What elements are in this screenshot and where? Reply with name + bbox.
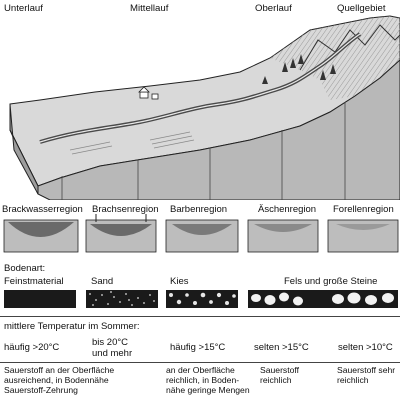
cross-section-brachsen [85,214,157,253]
field-pattern [69,131,195,155]
course-label-mittellauf: Mittellauf [130,3,169,14]
oxygen-brackwasser-line1: Sauerstoff an der Oberfläche [4,365,115,375]
divider-2 [0,362,400,363]
landscape-front-face [9,59,400,200]
oxygen-forellen-line2: reichlich [337,375,369,385]
region-label-barben: Barbenregion [170,204,228,215]
oxygen-aeschen-line1: Sauerstoff [260,365,300,375]
soil-heading: Bodenart: [4,263,46,274]
swatch-feinstmaterial [4,290,76,308]
oxygen-brackwasser-line2: ausreichend, in Bodennähe [4,375,109,385]
region-label-forellen: Forellenregion [333,204,394,215]
soil-label-kies: Kies [170,276,189,287]
oxygen-barben-line3: nähe geringe Mengen [166,385,250,395]
soil-label-feinstmaterial: Feinstmaterial [4,276,64,287]
swatch-fels-steine [248,290,398,308]
course-label-oberlauf: Oberlauf [255,3,292,14]
temperature-forellen: selten >10°C [338,342,393,353]
region-label-aeschen: Äschenregion [258,204,317,215]
temperature-aeschen: selten >15°C [254,342,309,353]
course-label-unterlauf: Unterlauf [4,3,43,14]
left-cliff-face [9,103,39,195]
region-label-brachsen: Brachsenregion [92,204,159,215]
oxygen-forellen-line1: Sauerstoff sehr [337,365,396,375]
soil-label-fels: Fels und große Steine [284,276,378,287]
temperature-brackwasser: häufig >20°C [4,342,60,353]
course-label-quellgebiet: Quellgebiet [337,3,386,14]
cross-section-brackwasser [3,219,79,253]
oxygen-barben-line1: an der Oberfläche [166,365,235,375]
river-highlight [39,33,361,143]
region-label-brackwasser: Brackwasserregion [2,204,83,215]
oxygen-brackwasser-line3: Sauerstoff-Zehrung [4,385,78,395]
cross-section-forellen [327,219,399,253]
soil-label-sand: Sand [91,276,114,287]
oxygen-barben-line2: reichlich, in Boden- [166,375,240,385]
oxygen-aeschen-line2: reichlich [260,375,292,385]
village-icon [138,86,159,100]
temperature-brachsen-line2: und mehr [92,348,133,359]
tree-icons [262,54,336,84]
divider-1 [0,316,400,317]
cross-section-barben [165,219,239,253]
swatch-kies [166,290,238,308]
temperature-brachsen-line1: bis 20°C [92,337,129,348]
swatch-sand [86,290,158,308]
cross-section-aeschen [247,219,319,253]
mountain-shading [270,16,400,100]
temperature-barben: häufig >15°C [170,342,226,353]
river-course-landscape [9,15,400,200]
temperature-heading: mittlere Temperatur im Sommer: [4,321,140,332]
